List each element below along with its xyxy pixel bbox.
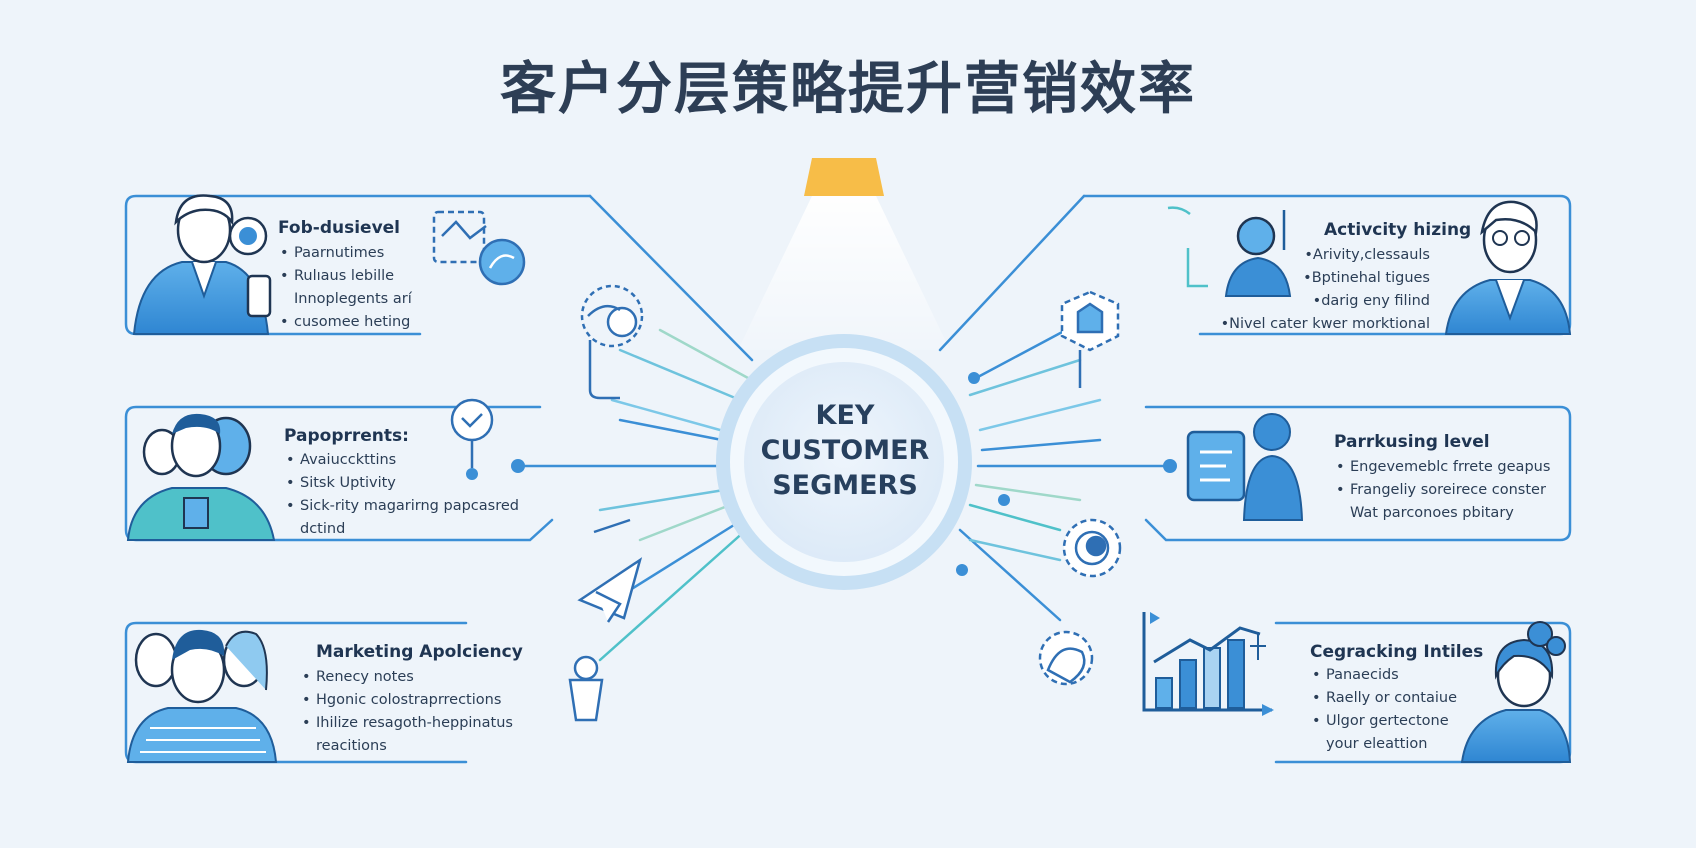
card-heading: Fob-dusievel (278, 218, 401, 238)
bar-chart-icon (1142, 612, 1274, 716)
document-user-icon (1186, 413, 1304, 521)
card-heading: Cegracking Intiles (1310, 642, 1484, 662)
page-title: 客户分层策略提升营销效率 (500, 57, 1196, 122)
hub-label-line-1: KEY (815, 400, 875, 431)
card-heading: Papoprrents: (284, 426, 409, 446)
hub-label: KEY CUSTOMER SEGMERS (720, 398, 970, 503)
list-item: •dctind (300, 521, 346, 537)
list-item: •cusomee heting (280, 314, 411, 330)
list-item: •Ulgor gertectone (1312, 713, 1449, 729)
team-icon (126, 413, 276, 541)
list-item: •Rulıaus lebille (280, 268, 395, 284)
list-item: •Ihilize resagoth-heppinatus (302, 715, 513, 731)
group-icon (126, 629, 278, 763)
list-item: •Paarnutimes (280, 245, 385, 261)
list-item: •Sick-rity magarirng papcasred (286, 498, 519, 514)
list-item: •Renecy notes (302, 669, 414, 685)
card-list: •Renecy notes •Hgonic colostraprrections… (302, 666, 513, 758)
spotlight-icon (738, 158, 950, 350)
hub-circle (716, 334, 972, 590)
list-item: •your eleattion (1326, 736, 1428, 752)
card-heading: Marketing Apolciency (316, 642, 523, 662)
card-heading: Parrkusing level (1334, 432, 1490, 452)
list-item: •Hgonic colostraprrections (302, 692, 502, 708)
card-list: •Avaiucckttins •Sitsk Uptivity •Sick-rit… (286, 449, 519, 541)
card-heading: Activcity hizing (1324, 220, 1472, 240)
card-list: •Arivity,clessauls •Bptinehal tigues •da… (1212, 244, 1430, 336)
connector-lines (518, 194, 1172, 662)
list-item: •Wat parconoes pbitary (1350, 505, 1514, 521)
list-item: •Arivity,clessauls (1304, 247, 1430, 263)
card-outline-top-left (124, 194, 592, 336)
list-item: •Innoplegents arí (294, 291, 412, 307)
list-item: •Bptinehal tigues (1303, 270, 1430, 286)
hub-label-line-2: CUSTOMER (760, 435, 930, 466)
list-item: •Raelly or contaiue (1312, 690, 1457, 706)
card-outline-mid-right (1144, 405, 1572, 542)
paper-plane-icon (577, 518, 643, 623)
list-item: •reacitions (316, 738, 387, 754)
list-item: •darig eny filind (1312, 293, 1430, 309)
woman-avatar-icon (1460, 621, 1572, 763)
globe-gear-icon (580, 284, 644, 400)
lightbulb-icon (568, 655, 604, 722)
arrows-circle-icon (450, 398, 494, 468)
gear-target-icon (1062, 518, 1122, 578)
card-list: •Panaecids •Raelly or contaiue •Ulgor ge… (1312, 664, 1457, 756)
list-item: •Panaecids (1312, 667, 1399, 683)
list-item: •Nivel cater kwer morktional (1220, 316, 1430, 332)
card-list: •Paarnutimes •Rulıaus lebille •Innoplege… (280, 242, 412, 334)
gear-hand-icon (1038, 630, 1094, 686)
user-with-arrows-icon (1167, 206, 1292, 297)
person-with-phone-icon (132, 194, 272, 335)
list-item: •Frangeliy soreirece conster (1336, 482, 1546, 498)
list-item: •Engevemeblc frrete geapus (1336, 459, 1551, 475)
map-puzzle-icon (432, 210, 526, 286)
man-avatar-icon (1444, 200, 1572, 335)
hub-label-line-3: SEGMERS (772, 470, 918, 501)
list-item: •Sitsk Uptivity (286, 475, 396, 491)
list-item: •Avaiucckttins (286, 452, 397, 468)
hexagon-badge-icon (1060, 290, 1120, 388)
card-list: •Engevemeblc frrete geapus •Frangeliy so… (1336, 456, 1550, 525)
